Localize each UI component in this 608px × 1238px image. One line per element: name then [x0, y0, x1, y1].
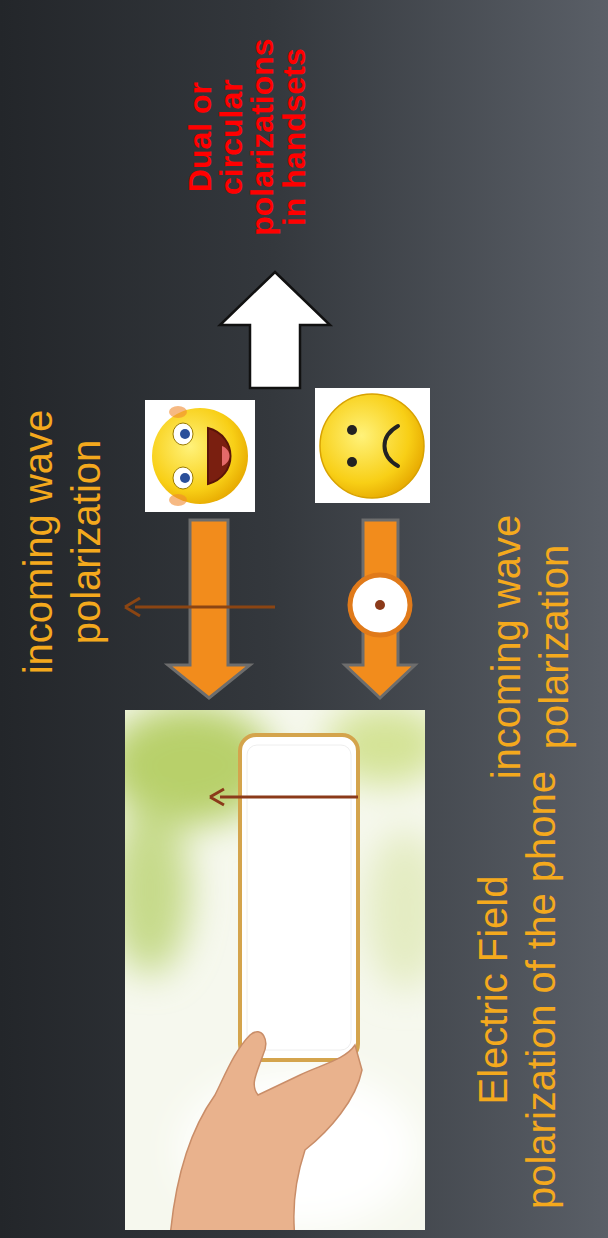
- annotation-label: incoming wave polarization: [482, 487, 578, 807]
- polarization-arrow: [125, 598, 275, 616]
- wave-arrow: [168, 520, 250, 698]
- heading-label: Dual or circular polarizations in handse…: [185, 35, 310, 240]
- hand-photo: [125, 710, 425, 1230]
- out-of-page-symbol: [350, 575, 410, 635]
- sad-face: [315, 388, 430, 503]
- hand: [170, 1032, 362, 1230]
- annotation-label: incoming wave polarization: [14, 382, 110, 702]
- annotation-label: Electric Field polarization of the phone: [469, 769, 565, 1211]
- wave-arrow: [345, 520, 415, 698]
- happy-face: [145, 400, 255, 512]
- phone-field-arrow: [210, 789, 358, 805]
- result-arrow: [220, 272, 330, 388]
- phone-outline: [240, 735, 358, 1060]
